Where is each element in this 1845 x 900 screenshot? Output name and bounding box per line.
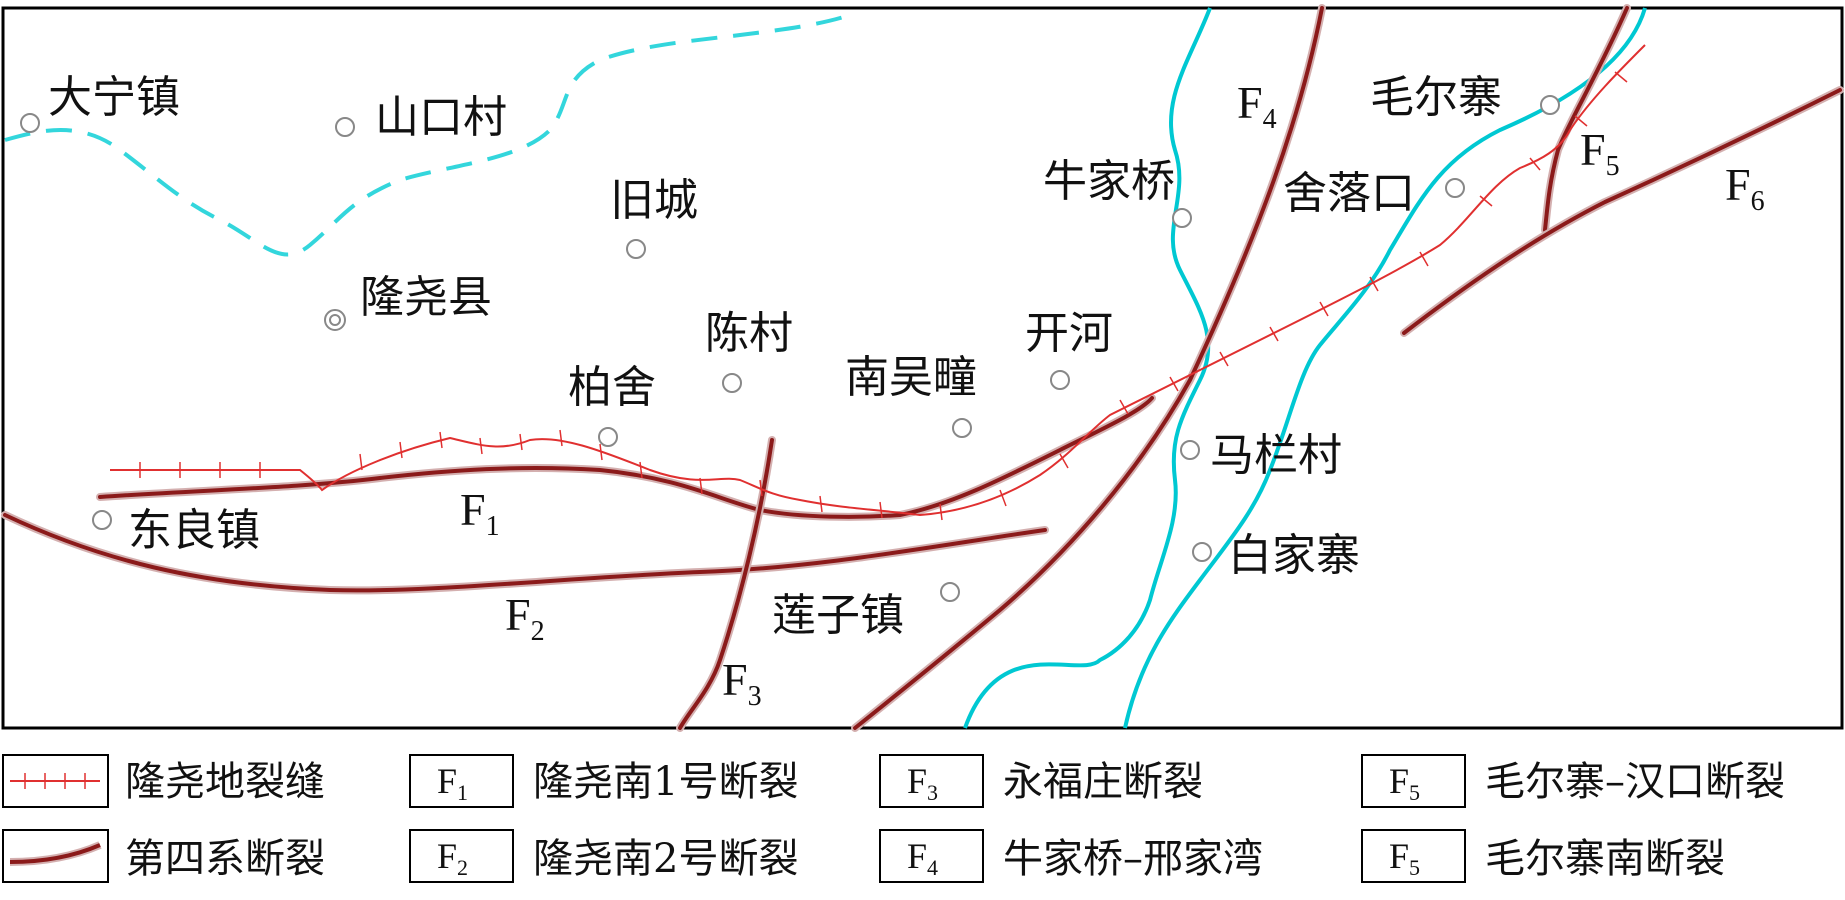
place-label: 大宁镇	[48, 72, 180, 123]
fault-label-f3: F3	[722, 654, 762, 712]
legend-fissure-swatch	[2, 754, 109, 808]
place-label: 莲子镇	[772, 590, 904, 641]
marker-longyao-inner	[329, 314, 341, 326]
legend-quaternary-label: 第四系断裂	[125, 836, 325, 882]
marker-kaihe	[1050, 370, 1070, 390]
marker-nanwutuan	[952, 418, 972, 438]
legend-f5a-name: 毛尔寨–汉口断裂	[1485, 759, 1785, 805]
map-frame	[1, 6, 1844, 730]
place-label: 柏舍	[568, 362, 656, 413]
legend-quaternary-swatch	[2, 829, 109, 883]
legend-f1-box	[409, 754, 514, 808]
marker-niujiaqiao	[1172, 208, 1192, 228]
legend-f3-box	[879, 754, 984, 808]
place-label: 隆尧县	[360, 272, 492, 323]
marker-jiucheng	[626, 239, 646, 259]
marker-lianzi	[940, 582, 960, 602]
place-label: 牛家桥	[1043, 156, 1175, 207]
marker-daning	[20, 113, 40, 133]
legend-f5b-symbol: F5	[1389, 836, 1420, 880]
legend-f2-name: 隆尧南2号断裂	[533, 836, 798, 882]
fault-f1-line	[98, 396, 1154, 519]
marker-malancun	[1180, 440, 1200, 460]
dashed-boundary	[4, 13, 851, 257]
legend-f3-name: 永福庄断裂	[1003, 759, 1203, 805]
place-labels: 大宁镇 山口村 旧城 隆尧县 陈村 柏舍 南吴疃 开河 牛家桥 舍落口 毛尔寨 …	[48, 72, 1502, 641]
place-label: 陈村	[705, 308, 793, 359]
legend-f1-name: 隆尧南1号断裂	[533, 759, 798, 805]
legend-f4-symbol: F4	[907, 836, 938, 880]
legend-f5b-name: 毛尔寨南断裂	[1485, 836, 1725, 882]
marker-dongliang	[92, 510, 112, 530]
place-label: 旧城	[610, 175, 698, 226]
settlement-markers	[20, 95, 1560, 602]
place-label: 马栏村	[1210, 430, 1342, 481]
legend-f5a-symbol: F5	[1389, 761, 1420, 805]
quaternary-faults	[1, 4, 1844, 732]
fault-label-f6: F6	[1725, 159, 1765, 217]
legend-f5a-box	[1361, 754, 1466, 808]
legend-fissure-label: 隆尧地裂缝	[125, 759, 325, 805]
fault-f5-line	[1543, 6, 1629, 232]
marker-maoerzhai	[1540, 95, 1560, 115]
place-label: 山口村	[375, 92, 507, 143]
place-label: 舍落口	[1283, 168, 1415, 219]
fault-labels: F1 F2 F3 F4 F5 F6	[460, 77, 1765, 712]
legend-f2-box	[409, 829, 514, 883]
place-label: 东良镇	[128, 505, 260, 556]
fault-label-f5: F5	[1580, 124, 1620, 182]
fault-f4-line	[853, 6, 1324, 730]
place-label: 开河	[1025, 308, 1113, 359]
river-east-branch	[1123, 7, 1647, 729]
legend-f1-symbol: F1	[437, 761, 468, 805]
marker-baishe	[598, 427, 618, 447]
legend-f3-symbol: F3	[907, 761, 938, 805]
fault-label-f4: F4	[1237, 77, 1277, 135]
ground-fissure	[110, 44, 1646, 521]
fault-label-f1: F1	[460, 484, 500, 542]
legend-f4-name: 牛家桥–邢家湾	[1003, 836, 1263, 882]
marker-chencun	[722, 373, 742, 393]
legend-f5b-box	[1361, 829, 1466, 883]
marker-sheluokou	[1445, 178, 1465, 198]
fault-f3-line	[678, 438, 774, 730]
legend-f4-box	[879, 829, 984, 883]
fault-f2-line	[3, 513, 1047, 593]
place-label: 白家寨	[1228, 530, 1360, 581]
place-label: 毛尔寨	[1370, 72, 1502, 123]
fault-f6-line	[1402, 88, 1842, 335]
fault-label-f2: F2	[505, 589, 545, 647]
river-west-branch	[963, 7, 1212, 729]
legend-f2-symbol: F2	[437, 836, 468, 880]
legend: 隆尧地裂缝 第四系断裂 F1 隆尧南1号断裂 F2 隆尧南2号断裂 F3 永福庄…	[2, 754, 1785, 883]
place-label: 南吴疃	[845, 352, 977, 403]
marker-baijiazhai	[1192, 542, 1212, 562]
marker-shankou	[335, 117, 355, 137]
